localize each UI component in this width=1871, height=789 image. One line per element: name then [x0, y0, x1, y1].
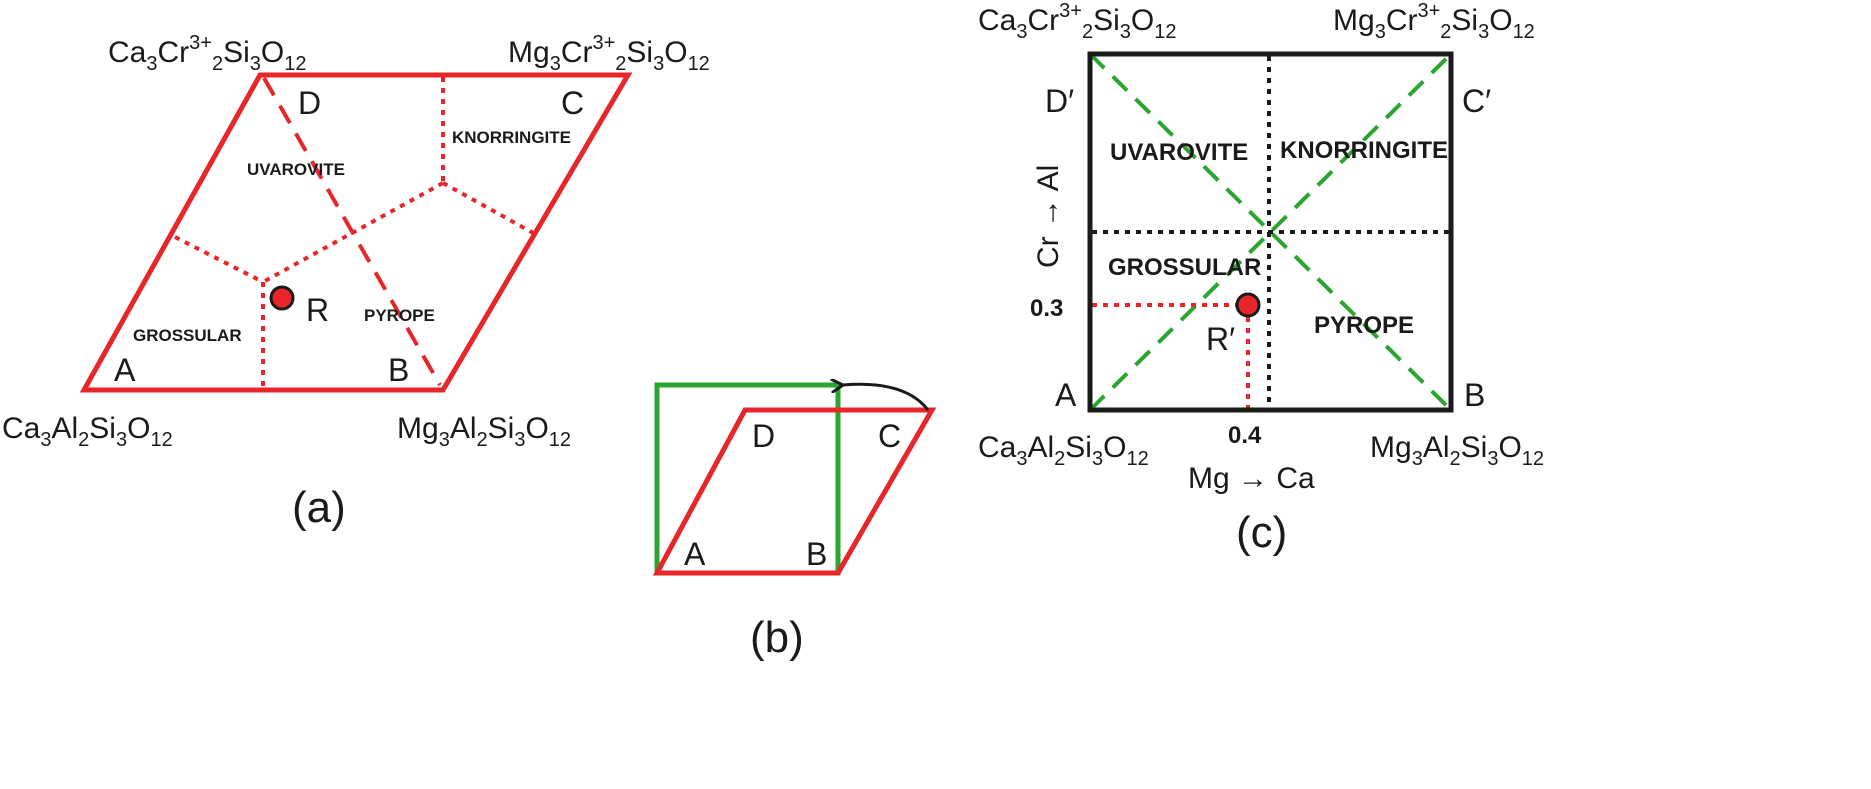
panel-a-label-grossular: GROSSULAR — [133, 326, 242, 345]
panel-c-label-uvarovite: UVAROVITE — [1110, 139, 1248, 166]
panel-b-vertex-b: B — [806, 536, 827, 572]
panel-a-vertex-b: B — [388, 352, 409, 388]
panel-a-vertex-c: C — [561, 85, 584, 121]
panel-c-formula-bottom-left: Ca3Al2Si3O12 — [978, 431, 1149, 470]
panel-c-point-r-prime-label: R′ — [1206, 321, 1235, 357]
panel-c-formula-top-right: Mg3Cr3+2Si3O12 — [1333, 0, 1535, 43]
panel-c-x-tick: 0.4 — [1228, 422, 1262, 449]
panel-c-point-r-prime — [1235, 292, 1261, 318]
panel-c-label-pyrope: PYROPE — [1314, 312, 1414, 339]
panel-c-label-knorringite: KNORRINGITE — [1280, 137, 1448, 164]
panel-a-point-r-label: R — [306, 292, 329, 328]
panel-c-vertex-d-prime: D′ — [1045, 83, 1074, 119]
panel-b-vertex-a: A — [684, 536, 706, 572]
panel-a-dashed-diagonal — [262, 77, 442, 386]
panel-a-formula-bottom-left: Ca3Al2Si3O12 — [2, 412, 173, 451]
panel-c-point-r-reference-lines — [1092, 303, 1250, 408]
panel-a-formula-top-left: Ca3Cr3+2Si3O12 — [108, 32, 306, 75]
panel-b-caption: (b) — [750, 613, 804, 662]
panel-a-point-r — [269, 285, 295, 311]
panel-b-vertex-d: D — [752, 418, 775, 454]
panel-b-vertex-c: C — [878, 418, 901, 454]
panel-b: A B C D (b) — [652, 384, 937, 662]
panel-a-label-pyrope: PYROPE — [364, 306, 435, 325]
panel-a-caption: (a) — [292, 483, 346, 532]
panel-a-label-knorringite: KNORRINGITE — [452, 128, 571, 147]
panel-c-formula-top-left: Ca3Cr3+2Si3O12 — [978, 0, 1176, 43]
panel-c-y-tick: 0.3 — [1030, 295, 1063, 322]
panel-c-caption: (c) — [1236, 508, 1287, 557]
panel-c-label-grossular: GROSSULAR — [1108, 254, 1261, 281]
panel-a-formula-top-right: Mg3Cr3+2Si3O12 — [508, 32, 710, 75]
panel-c-x-axis-label: Mg → Ca — [1188, 462, 1315, 495]
panel-c-square — [1087, 51, 1454, 413]
panel-c-dotted-midlines — [1092, 56, 1449, 408]
panel-c-vertex-b: B — [1464, 377, 1485, 413]
panel-a-vertex-a: A — [114, 352, 136, 388]
panel-a: R A B C D UVAROVITE KNORRINGITE GROSSULA… — [2, 32, 710, 532]
panel-c-green-diagonals — [1088, 52, 1453, 412]
panel-a-formula-bottom-right: Mg3Al2Si3O12 — [397, 412, 571, 451]
panel-c-y-axis-label: Cr → Al — [1032, 165, 1065, 268]
panel-b-red-rhombus — [652, 407, 937, 576]
panel-c-vertex-a: A — [1055, 377, 1077, 413]
panel-c-vertex-c-prime: C′ — [1462, 83, 1491, 119]
panel-a-vertex-d: D — [298, 85, 321, 121]
panel-c: R′ UVAROVITE KNORRINGITE GROSSULAR PYROP… — [978, 0, 1544, 557]
panel-a-label-uvarovite: UVAROVITE — [247, 160, 345, 179]
panel-b-rotation-arrow — [843, 384, 930, 411]
panel-a-rhombus — [79, 72, 633, 393]
panel-c-formula-bottom-right: Mg3Al2Si3O12 — [1370, 431, 1544, 470]
